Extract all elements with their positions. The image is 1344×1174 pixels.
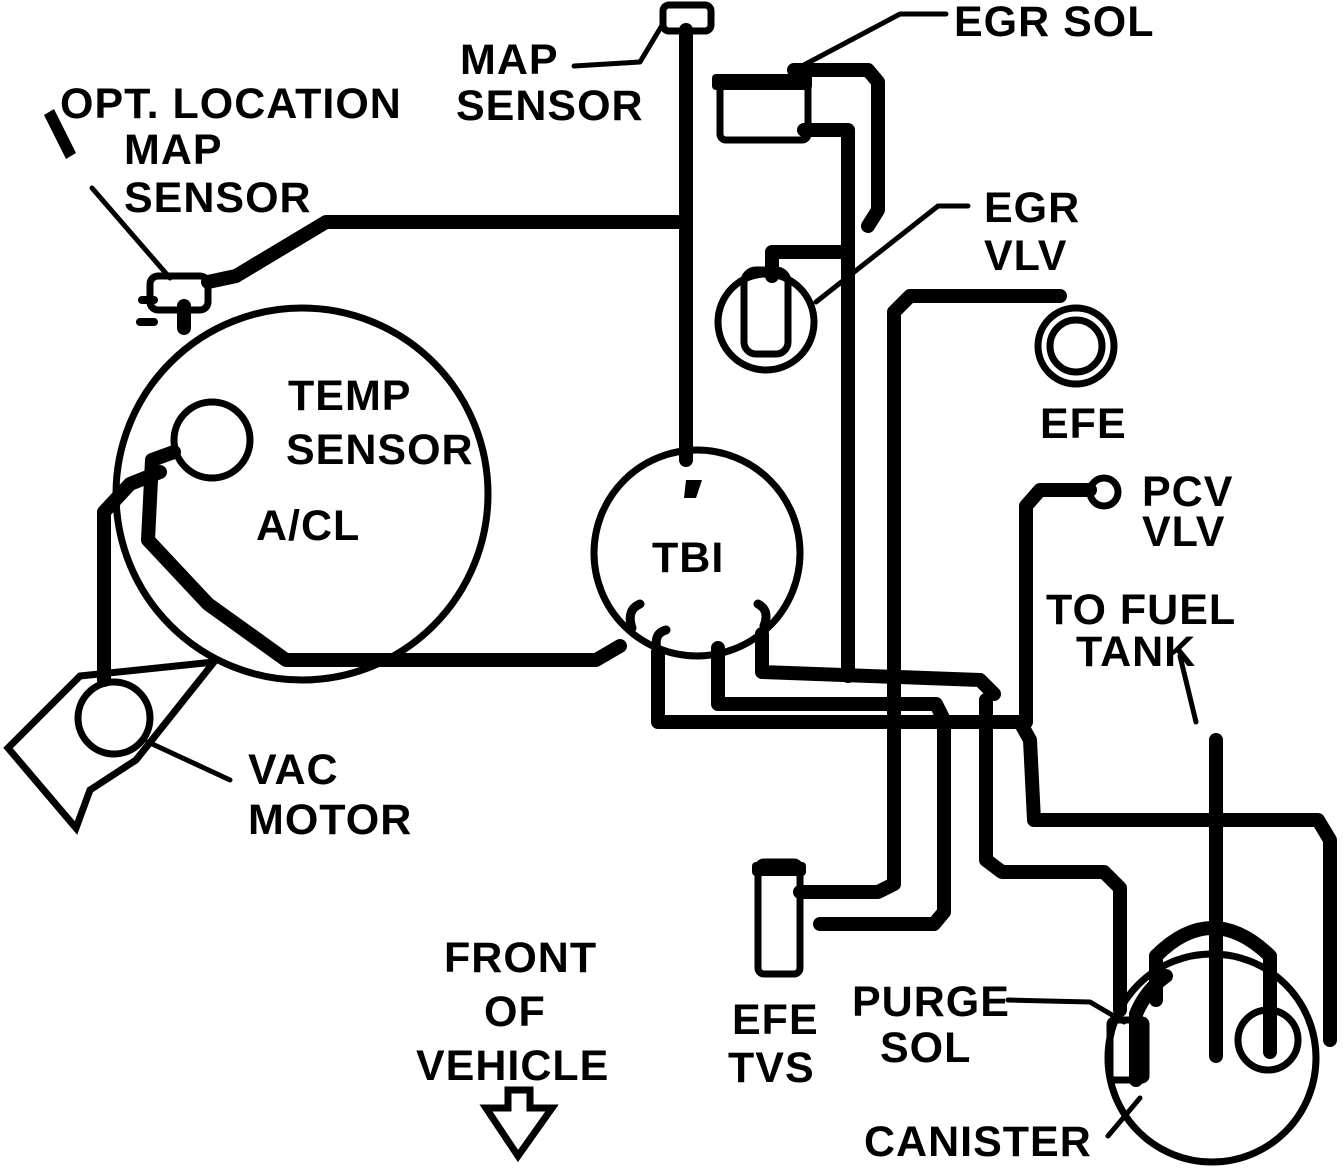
- efe-tvs-cap: [752, 862, 806, 876]
- egr-solenoid-body: [716, 78, 812, 144]
- label-efe-tvs-line1: EFE: [732, 996, 819, 1044]
- label-front-line2: OF: [484, 988, 546, 1036]
- tbi-port-left: [625, 599, 645, 633]
- hose-temp-loop: [141, 445, 627, 667]
- hose-egr-sol-top: [787, 63, 885, 233]
- vac-motor-pointer: [145, 739, 233, 783]
- air-cleaner: [112, 304, 492, 684]
- purge-sol-pointer: [1005, 997, 1127, 1025]
- tbi-port-right: [753, 599, 771, 631]
- opt-map-pointer: [89, 185, 173, 281]
- label-egr-sol: EGR SOL: [954, 0, 1155, 46]
- label-acl: A/CL: [256, 502, 360, 550]
- canister-pointer: [1105, 1095, 1143, 1139]
- label-opt-location: OPT. LOCATION: [60, 80, 402, 128]
- label-opt-map-line1: MAP: [124, 126, 223, 174]
- label-to-fuel-tank-line2: TANK: [1076, 628, 1196, 676]
- hose-tbi-third: [755, 627, 1001, 701]
- label-egr-vlv-line1: EGR: [984, 184, 1080, 232]
- label-temp-sensor-line1: TEMP: [288, 372, 411, 420]
- efe-actuator: [1034, 304, 1118, 388]
- vac-motor: [74, 678, 154, 758]
- fuel-tank-pointer: [1177, 653, 1199, 725]
- hose-tbi-second: [711, 641, 951, 727]
- egr-vlv-pointer: [813, 203, 971, 305]
- label-to-fuel-tank-line1: TO FUEL: [1046, 586, 1236, 634]
- hose-pcv: [1019, 483, 1097, 729]
- label-temp-sensor-line2: SENSOR: [286, 426, 474, 474]
- label-vac-motor-line1: VAC: [248, 746, 339, 794]
- hose-temp-to-vac: [97, 465, 167, 687]
- hose-canister-side: [1129, 969, 1173, 1087]
- label-canister: CANISTER: [864, 1118, 1092, 1166]
- opt-map-stub: [136, 296, 158, 326]
- label-map-sensor-line2: SENSOR: [456, 82, 644, 130]
- hose-to-canister-3: [1013, 715, 1337, 1047]
- label-tbi: TBI: [652, 534, 724, 582]
- hose-egr-sol-left: [765, 123, 855, 283]
- label-purge-sol-line2: SOL: [880, 1024, 971, 1072]
- egr-sol-pointer: [799, 11, 949, 69]
- vac-motor-housing: [3, 657, 222, 835]
- label-efe-tvs-line2: TVS: [728, 1044, 815, 1092]
- hose-map-to-opt: [201, 215, 693, 289]
- label-vac-motor-line2: MOTOR: [248, 796, 412, 844]
- tbi-port-top: [684, 480, 702, 498]
- hose-tbi-main: [651, 645, 1027, 729]
- temp-sensor: [170, 398, 254, 482]
- label-front-line1: FRONT: [444, 934, 597, 982]
- label-opt-map-line2: SENSOR: [124, 174, 312, 222]
- egr-valve-inner: [740, 266, 792, 358]
- hose-to-canister-2: [813, 713, 951, 931]
- efe-tvs: [754, 858, 804, 978]
- map-sensor-pointer: [571, 19, 667, 69]
- label-pcv-vlv-line2: VLV: [1142, 508, 1225, 556]
- tbi-unit: [590, 446, 804, 660]
- label-egr-vlv-line2: VLV: [984, 232, 1067, 280]
- label-purge-sol-line1: PURGE: [852, 978, 1010, 1026]
- label-efe: EFE: [1040, 400, 1127, 448]
- label-map-sensor-line1: MAP: [460, 36, 559, 84]
- opt-location-pointer: [44, 109, 76, 159]
- efe-actuator-inner: [1046, 316, 1106, 376]
- label-pcv-vlv-line1: PCV: [1142, 468, 1233, 516]
- hose-efe: [793, 289, 1067, 899]
- purge-solenoid: [1106, 1016, 1150, 1084]
- hose-to-canister-1: [979, 693, 1127, 1017]
- down-arrow-icon: [479, 1086, 559, 1163]
- egr-solenoid-cap: [712, 74, 812, 90]
- hose-canister-loop: [1149, 921, 1277, 1059]
- label-front-line3: VEHICLE: [416, 1042, 609, 1090]
